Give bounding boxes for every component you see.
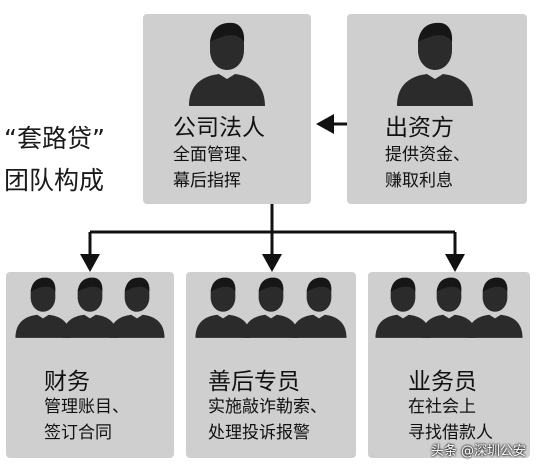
role-name-aftercare: 善后专员 — [208, 369, 300, 395]
aftercare-box: 善后专员 实施敲诈勒索、 处理投诉报警 — [186, 272, 356, 458]
arrowhead-icon — [316, 114, 334, 134]
finance-box: 财务 管理账目、 签订合同 — [6, 272, 174, 458]
role-desc-sales-line-1: 在社会上 — [408, 397, 476, 417]
role-name-sales: 业务员 — [408, 369, 477, 395]
role-desc-sales-line-2: 寻找借款人 — [408, 423, 493, 443]
legal-representative-box: 公司法人 全面管理、 幕后指挥 — [143, 14, 311, 204]
role-desc-finance-line-2: 签订合同 — [44, 423, 112, 443]
role-desc-investor-line-2: 赚取利息 — [385, 171, 453, 191]
role-desc-legal-line-1: 全面管理、 — [173, 145, 258, 165]
role-desc-finance-line-1: 管理账目、 — [44, 397, 129, 417]
role-desc-investor: 提供资金、 赚取利息 — [385, 142, 470, 194]
sales-box: 业务员 在社会上 寻找借款人 — [368, 272, 530, 458]
role-desc-sales: 在社会上 寻找借款人 — [408, 394, 493, 446]
role-desc-aftercare: 实施敲诈勒索、 处理投诉报警 — [208, 394, 327, 446]
role-name-legal: 公司法人 — [173, 115, 265, 141]
arrowhead-icon — [80, 254, 100, 272]
title-line-2: 团队构成 — [4, 166, 105, 195]
role-desc-investor-line-1: 提供资金、 — [385, 145, 470, 165]
role-desc-aftercare-line-1: 实施敲诈勒索、 — [208, 397, 327, 417]
watermark: 头条 @深圳公安 — [430, 444, 526, 459]
role-desc-aftercare-line-2: 处理投诉报警 — [208, 423, 310, 443]
title-line-1: “套路贷” — [4, 124, 105, 153]
arrowhead-icon — [445, 254, 465, 272]
role-name-investor: 出资方 — [385, 115, 454, 141]
investor-box: 出资方 提供资金、 赚取利息 — [347, 14, 527, 204]
role-desc-legal-line-2: 幕后指挥 — [173, 171, 241, 191]
arrowhead-icon — [262, 254, 282, 272]
role-desc-finance: 管理账目、 签订合同 — [44, 394, 129, 446]
role-name-finance: 财务 — [44, 369, 90, 395]
role-desc-legal: 全面管理、 幕后指挥 — [173, 142, 258, 194]
diagram-title: “套路贷” 团队构成 — [4, 118, 134, 202]
